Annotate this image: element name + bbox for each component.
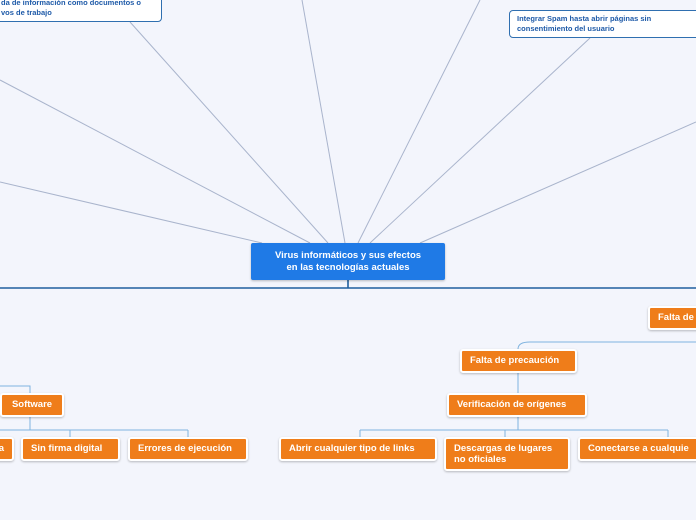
note-top-right-text: Integrar Spam hasta abrir páginas sin co…: [517, 14, 652, 33]
connector-top-left-note: [129, 21, 329, 244]
connector-top-right-note: [369, 37, 591, 244]
note-top-left-line1: da de información como documentos o: [1, 0, 142, 7]
link-software-children: [0, 416, 189, 437]
central-topic-line1: Virus informáticos y sus efectos: [274, 250, 422, 261]
connector-right: [419, 121, 696, 244]
node-verificacion-de-origenes[interactable]: Verificación de orígenes: [447, 393, 587, 417]
central-topic[interactable]: Virus informáticos y sus efectos en las …: [251, 243, 445, 280]
node-left-edge[interactable]: a: [0, 437, 14, 461]
node-errores-de-ejecucion[interactable]: Errores de ejecución: [128, 437, 248, 461]
node-sin-firma-digital[interactable]: Sin firma digital: [21, 437, 120, 461]
node-descargas[interactable]: Descargas de lugares no oficiales: [444, 437, 570, 471]
note-top-left-line2: vos de trabajo: [1, 8, 52, 17]
note-top-left[interactable]: da de información como documentos o vos …: [0, 0, 162, 22]
connector-left-2: [0, 181, 263, 244]
node-software[interactable]: Software: [0, 393, 64, 417]
central-topic-line2: en las tecnologías actuales: [286, 262, 410, 273]
node-conectarse[interactable]: Conectarse a cualquie: [578, 437, 696, 461]
link-falta-de: [517, 341, 696, 350]
node-abrir-links[interactable]: Abrir cualquier tipo de links: [279, 437, 437, 461]
connector-top-1: [301, 0, 346, 244]
node-falta-de-edge[interactable]: Falta de: [648, 306, 696, 330]
link-software-up: [0, 385, 31, 394]
note-top-right[interactable]: Integrar Spam hasta abrir páginas sin co…: [509, 10, 696, 38]
connector-left-1: [0, 79, 311, 244]
connector-top-2: [357, 0, 481, 244]
link-verificacion-children: [359, 416, 669, 437]
node-falta-de-precaucion[interactable]: Falta de precaución: [460, 349, 577, 373]
